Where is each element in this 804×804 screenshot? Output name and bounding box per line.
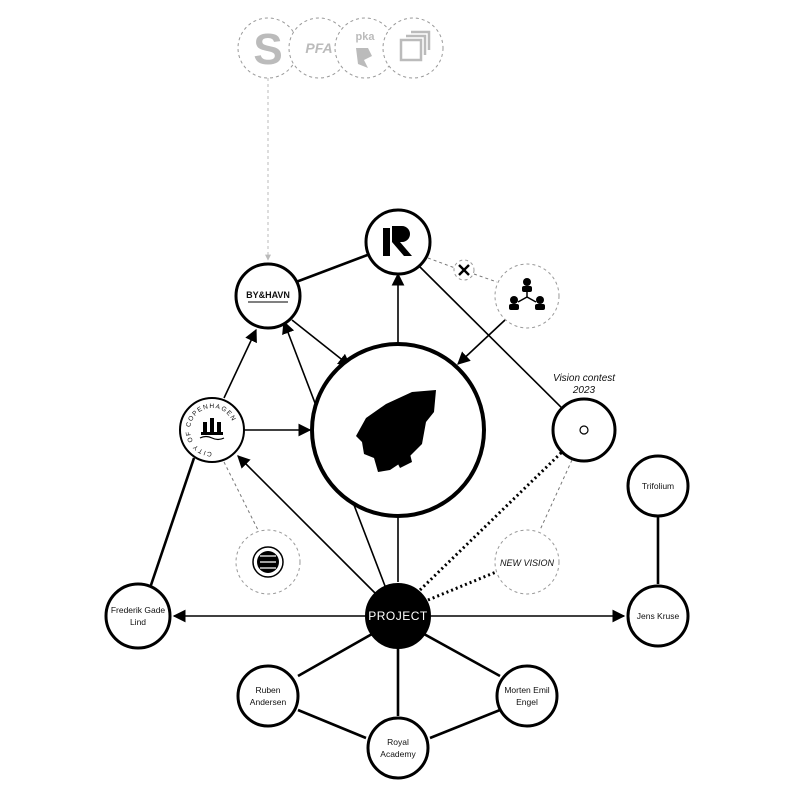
edge-byhavn-main	[291, 319, 352, 367]
project-r-logo-icon	[383, 226, 412, 256]
vision-contest-node[interactable]: Vision contest 2023	[551, 373, 617, 463]
vision-contest-year: 2023	[572, 385, 596, 396]
organisation-icon	[509, 278, 545, 310]
investor-logos: S PFA pka	[237, 17, 444, 79]
edge-rlogo-vision	[419, 266, 585, 431]
vision-dot	[579, 425, 589, 435]
ruben-node[interactable]: Ruben Andersen	[236, 664, 300, 728]
rlogo-node[interactable]	[364, 208, 432, 276]
jens-label: Jens Kruse	[637, 611, 680, 621]
project-label: PROJECT	[368, 609, 428, 623]
city-node[interactable]: CITY OF COPENHAGEN	[179, 397, 245, 463]
edge-city-byhavn	[223, 328, 257, 399]
edge-project-city	[237, 455, 377, 595]
investor-s-label: S	[253, 25, 282, 74]
kobenhavn-seal-icon	[252, 546, 284, 578]
royal-node[interactable]: Royal Academy	[366, 716, 430, 780]
jens-node[interactable]: Jens Kruse	[626, 584, 690, 648]
investor-square-circle	[382, 17, 444, 79]
edge-rlogo-x	[427, 257, 456, 269]
edges	[148, 78, 660, 740]
new-vision-label: NEW VISION	[500, 558, 555, 568]
edge-morten-royal	[429, 708, 501, 740]
pka-mark-icon	[356, 48, 372, 68]
edge-city-frederik	[148, 457, 196, 589]
edge-city-seal	[223, 461, 259, 531]
edge-x-org	[473, 273, 498, 283]
byhavn-label: BY&HAVN	[246, 290, 290, 300]
new-vision-node[interactable]: NEW VISION	[494, 529, 560, 595]
edge-project-vision	[418, 450, 564, 592]
royal-line2: Academy	[380, 749, 416, 759]
vision-contest-title: Vision contest	[553, 373, 616, 384]
castle-icon	[199, 418, 225, 441]
royal-line1: Royal	[387, 737, 409, 747]
investor-pfa-label: PFA	[305, 40, 332, 56]
trifolium-node[interactable]: Trifolium	[626, 454, 690, 518]
morten-node[interactable]: Morten Emil Engel	[495, 664, 559, 728]
edge-org-main	[457, 319, 506, 365]
edge-byhavn-rlogo	[295, 252, 371, 284]
edge-project-newvision	[427, 570, 497, 602]
building-icon	[356, 390, 436, 472]
investor-pka-label: pka	[356, 31, 376, 43]
main-site-node[interactable]	[310, 342, 486, 518]
trifolium-label: Trifolium	[642, 481, 674, 491]
morten-line1: Morten Emil	[504, 685, 549, 695]
project-node[interactable]: PROJECT	[365, 583, 431, 649]
organisation-node[interactable]	[494, 263, 560, 329]
seal-node[interactable]	[235, 529, 301, 595]
seal-lions-icon	[260, 555, 276, 569]
square-logo-icon	[399, 30, 431, 62]
edge-project-ruben	[297, 632, 373, 678]
frederik-node[interactable]: Frederik Gade Lind	[104, 582, 172, 650]
frederik-line2: Lind	[130, 617, 146, 627]
morten-line2: Engel	[516, 697, 538, 707]
edge-vision-newvision	[539, 459, 573, 531]
edge-ruben-royal	[297, 708, 367, 740]
x-marker	[453, 259, 475, 281]
frederik-line1: Frederik Gade	[111, 605, 166, 615]
ruben-line2: Andersen	[250, 697, 287, 707]
close-icon	[458, 264, 470, 276]
byhavn-node[interactable]: BY&HAVN	[234, 262, 302, 330]
ruben-line1: Ruben	[255, 685, 280, 695]
edge-project-morten	[423, 632, 501, 678]
